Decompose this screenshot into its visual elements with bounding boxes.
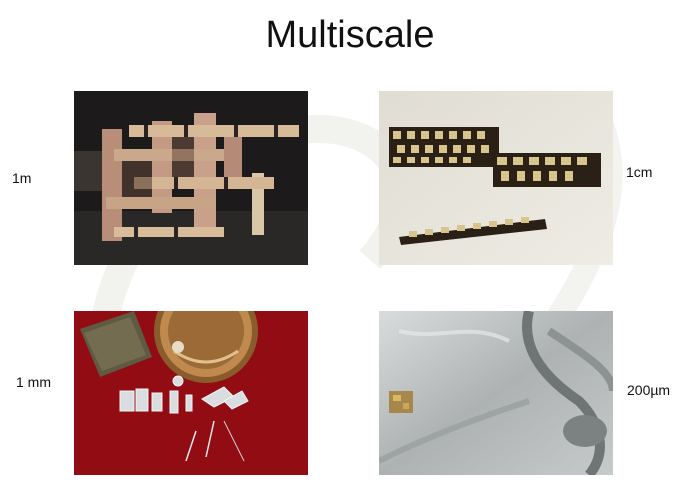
scale-label-200um: 200µm	[627, 382, 671, 398]
scale-label-1mm: 1 mm	[16, 374, 51, 390]
slide-title: Multiscale	[265, 14, 435, 56]
scale-label-1cm: 1cm	[626, 164, 653, 180]
photo-1cm-assembly	[379, 91, 613, 265]
scale-label-1m: 1m	[12, 170, 32, 186]
photo-1m-assembly	[74, 91, 308, 265]
photo-200um-part	[379, 311, 613, 475]
photo-1mm-parts	[74, 311, 308, 475]
